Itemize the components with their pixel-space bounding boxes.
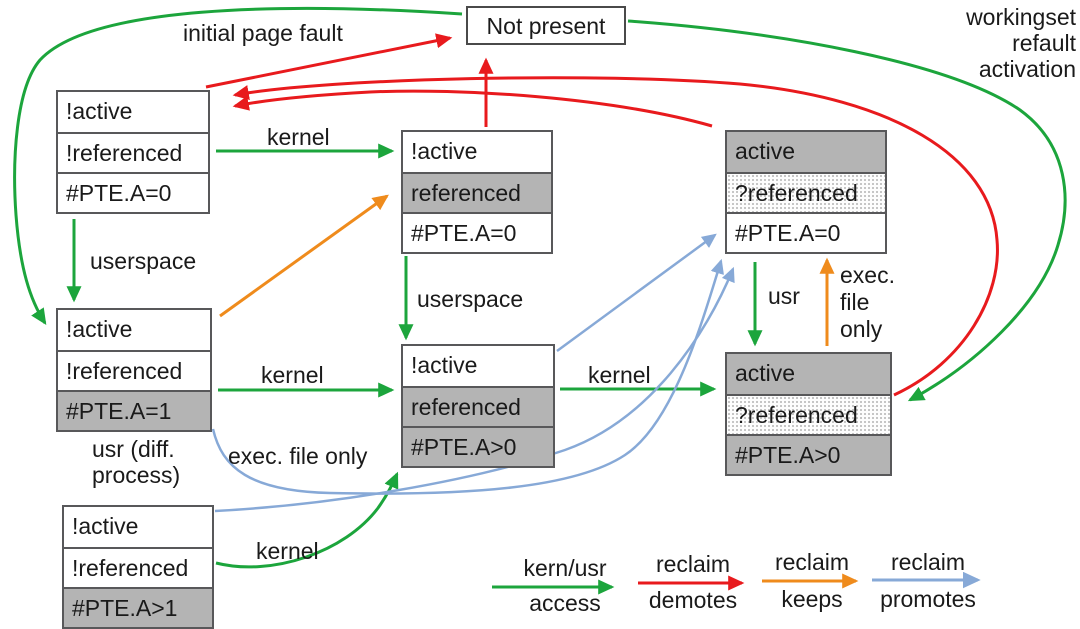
label-exec-file-only-inline: exec. file only: [228, 443, 368, 469]
label-line: only: [840, 316, 883, 342]
state-row: active: [727, 354, 890, 394]
state-row: referenced: [403, 386, 553, 426]
label-exec-file-only-stack: exec. file only: [840, 262, 895, 343]
label-kernel-mid: kernel: [261, 362, 324, 388]
state-box-inactive-unref-a1: !active !referenced #PTE.A=1: [56, 308, 212, 432]
legend-item-promotes: reclaim: [890, 549, 966, 575]
state-row: !active: [403, 132, 551, 172]
state-row: !active: [58, 310, 210, 350]
state-row: !active: [64, 507, 212, 547]
state-row: #PTE.A=0: [727, 212, 885, 252]
label-workingset-refault-activation: workingset refault activation: [966, 4, 1076, 82]
label-usr-diff-process: usr (diff. process): [92, 436, 180, 488]
arrow-keep-referenced: [219, 194, 389, 318]
arrow-demote-to-not-present-1: [205, 33, 453, 89]
legend-item-keeps: reclaim: [774, 549, 850, 575]
state-box-not-present: Not present: [466, 6, 626, 45]
label-initial-page-fault: initial page fault: [183, 20, 343, 46]
state-row: !active: [58, 92, 208, 132]
arrow-promote-exec-agt1: [214, 266, 735, 513]
legend-item-access: kern/usr: [523, 555, 607, 581]
label-line: usr (diff.: [92, 436, 175, 462]
label-line: refault: [1012, 30, 1076, 56]
legend-item-demotes: reclaim: [655, 551, 731, 577]
label-userspace-mid: userspace: [417, 286, 524, 312]
state-row: #PTE.A>0: [727, 434, 890, 474]
legend-item-promotes-2: promotes: [880, 586, 976, 612]
state-row: active: [727, 132, 885, 172]
state-row: !referenced: [58, 350, 210, 390]
state-row: !active: [403, 346, 553, 386]
arrow-workingset-refault-activation: [627, 19, 1067, 402]
arrow-promote-from-mid: [556, 233, 717, 353]
arrow-kernel-bottom: [215, 471, 399, 569]
arrow-initial-page-fault: [13, 6, 463, 326]
label-usr: usr: [768, 283, 800, 309]
label-line: exec.: [840, 262, 895, 288]
state-box-inactive-ref-agt0: !active referenced #PTE.A>0: [401, 344, 555, 468]
legend-item-access-2: access: [529, 590, 601, 616]
state-box-inactive-ref-a0: !active referenced #PTE.A=0: [401, 130, 553, 254]
state-row: !referenced: [58, 132, 208, 172]
state-box-active-qref-a0: active ?referenced #PTE.A=0: [725, 130, 887, 254]
arrow-promote-exec-a1: [211, 258, 724, 495]
label-line: process): [92, 462, 181, 488]
legend-item-keeps-2: keeps: [781, 586, 843, 612]
label-kernel-top: kernel: [267, 124, 330, 150]
label-kernel-bottom: kernel: [256, 538, 319, 564]
label-userspace-left: userspace: [90, 248, 197, 274]
label-kernel-right: kernel: [588, 362, 651, 388]
state-box-inactive-unref-a0: !active !referenced #PTE.A=0: [56, 90, 210, 214]
state-row: #PTE.A=0: [403, 212, 551, 252]
state-row: ?referenced: [727, 172, 885, 212]
state-row: #PTE.A>0: [403, 426, 553, 466]
state-row: #PTE.A=1: [58, 390, 210, 430]
label-line: file: [840, 289, 870, 315]
label-line: activation: [978, 56, 1076, 82]
state-row: #PTE.A>1: [64, 587, 212, 627]
state-row: #PTE.A=0: [58, 172, 208, 212]
state-row: referenced: [403, 172, 551, 212]
state-box-inactive-unref-agt1: !active !referenced #PTE.A>1: [62, 505, 214, 629]
legend-item-demotes-2: demotes: [648, 587, 738, 613]
label-line: workingset: [966, 4, 1076, 30]
arrow-demote-active-agt0: [232, 76, 999, 397]
state-box-active-qref-agt0: active ?referenced #PTE.A>0: [725, 352, 892, 476]
state-row: ?referenced: [727, 394, 890, 434]
arrow-demote-active-a0: [232, 89, 713, 128]
state-row: !referenced: [64, 547, 212, 587]
